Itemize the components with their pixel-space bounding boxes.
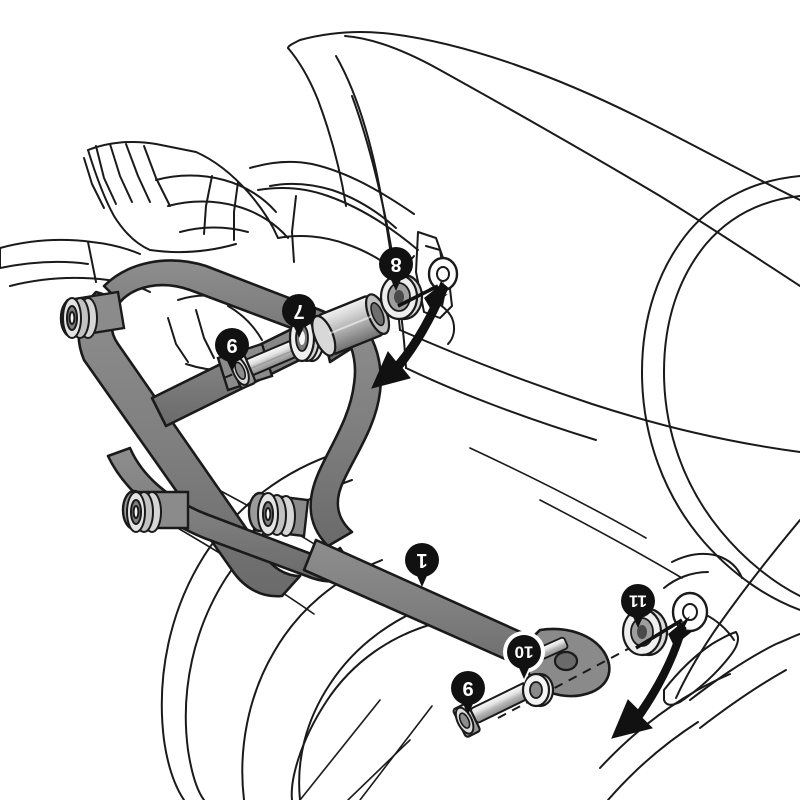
lower-washer	[521, 672, 555, 708]
rack-tube-s-curve	[309, 308, 383, 548]
callout-pin-head	[379, 247, 413, 281]
bushing-mid	[257, 492, 296, 537]
callout-pin-9[interactable]: 9	[451, 671, 485, 715]
bushing-lower-left	[126, 491, 162, 533]
rack-stub-bushings	[62, 297, 296, 537]
callout-pin-label: 7	[293, 300, 304, 322]
rack-lower-bracket-hole	[553, 650, 579, 672]
callout-pin-label: 9	[226, 334, 237, 356]
direction-arrows	[371, 281, 694, 739]
callout-pin-8[interactable]: 8	[379, 247, 413, 291]
lower-bolt	[452, 681, 533, 738]
arrow-upper-shaft	[397, 284, 439, 308]
callout-pin-label: 11	[629, 592, 647, 611]
bushing-upper-left	[62, 297, 98, 339]
callout-pin-label: 8	[390, 253, 401, 275]
callout-pin-1[interactable]: 1	[405, 543, 439, 587]
callout-pin-9[interactable]: 9	[215, 328, 249, 372]
callout-pin-head	[507, 635, 541, 669]
callout-pin-label: 9	[462, 677, 473, 699]
arrow-lower-curved	[611, 621, 687, 739]
callout-pin-head	[405, 543, 439, 577]
arrow-tip-lower	[668, 616, 694, 646]
arrow-lower-shaft	[635, 618, 683, 650]
upper-spacer-sleeve	[311, 293, 391, 357]
callout-pin-label: 10	[515, 643, 534, 662]
callout-pin-head	[621, 584, 655, 618]
arrow-upper-curved	[371, 281, 449, 389]
callout-pin-layer: 1 7 8 9 9 10 11	[215, 247, 655, 715]
callout-pin-7[interactable]: 7	[282, 294, 316, 338]
callout-pin-11[interactable]: 11	[621, 584, 655, 628]
callout-pin-head	[215, 328, 249, 362]
callout-pin-head	[282, 294, 316, 328]
upper-frame-eyelet	[427, 256, 459, 292]
callout-pin-head	[451, 671, 485, 705]
arrow-tip-upper	[424, 282, 448, 308]
lower-frame-eyelet	[671, 591, 709, 633]
callout-pin-10[interactable]: 10	[503, 631, 545, 683]
callout-pin-label: 1	[416, 549, 427, 571]
